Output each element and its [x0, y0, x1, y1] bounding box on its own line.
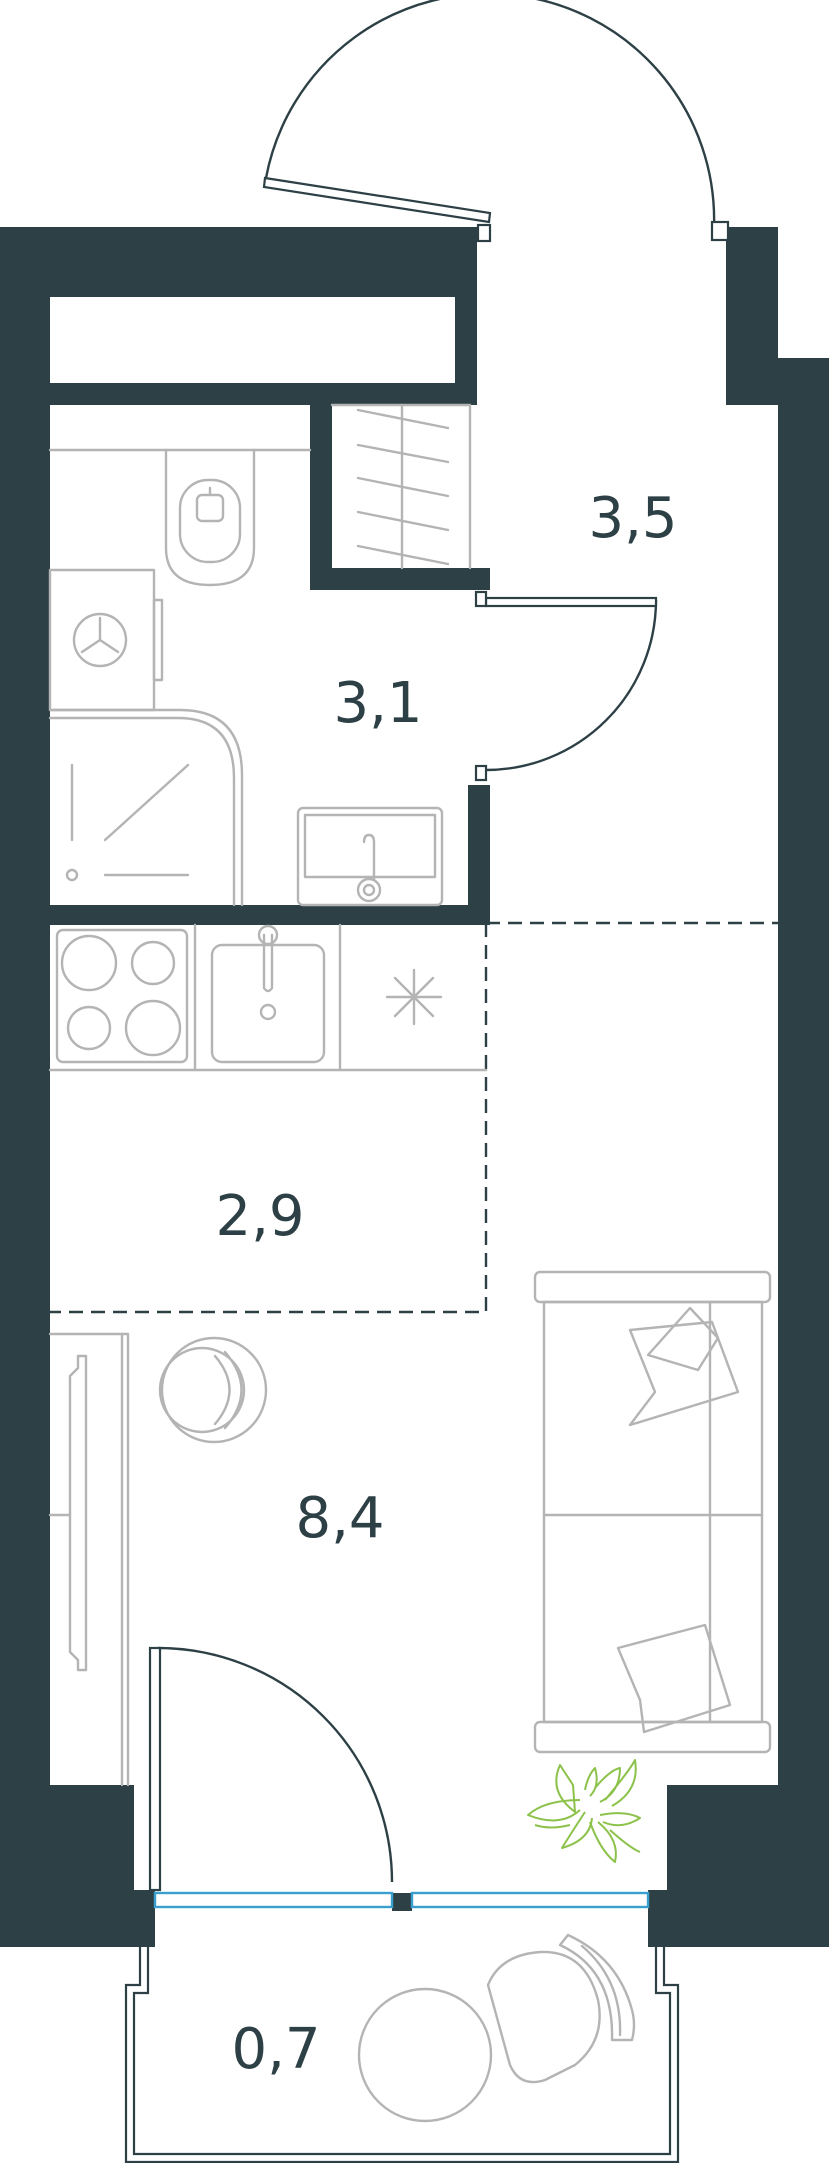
toilet-icon: [48, 448, 312, 587]
washing-machine-icon: [48, 568, 164, 712]
wardrobe-icon: [48, 1332, 130, 1787]
zone-boundaries: [50, 921, 778, 1314]
area-label-living: 8,4: [295, 1486, 384, 1551]
area-label-bathroom: 3,1: [333, 671, 422, 736]
balcony-glazing: [153, 1891, 650, 1909]
bathroom-sink-icon: [296, 806, 444, 907]
walls: [0, 227, 829, 1947]
entrance-door[interactable]: [262, 0, 730, 243]
plant-icon: [527, 1759, 641, 1863]
sofa-icon: [533, 1270, 772, 1754]
balcony-chair-icon: [486, 1933, 636, 2084]
storage-shelves: [330, 403, 472, 570]
area-label-kitchen: 2,9: [215, 1184, 304, 1249]
balcony: [124, 1947, 680, 2163]
stove-icon: [55, 928, 189, 1064]
area-labels: 3,5 3,1 2,9 8,4 0,7: [215, 486, 677, 2082]
area-label-balcony: 0,7: [231, 2017, 320, 2082]
chair-icon: [158, 1336, 268, 1444]
bathroom-door[interactable]: [474, 590, 658, 782]
area-label-hallway: 3,5: [588, 486, 677, 551]
table-icon: [357, 1987, 493, 2123]
fridge-icon: [338, 923, 443, 1072]
balcony-door[interactable]: [148, 1646, 394, 1892]
shower-icon: [48, 708, 244, 907]
kitchen-sink-icon: [193, 923, 326, 1072]
